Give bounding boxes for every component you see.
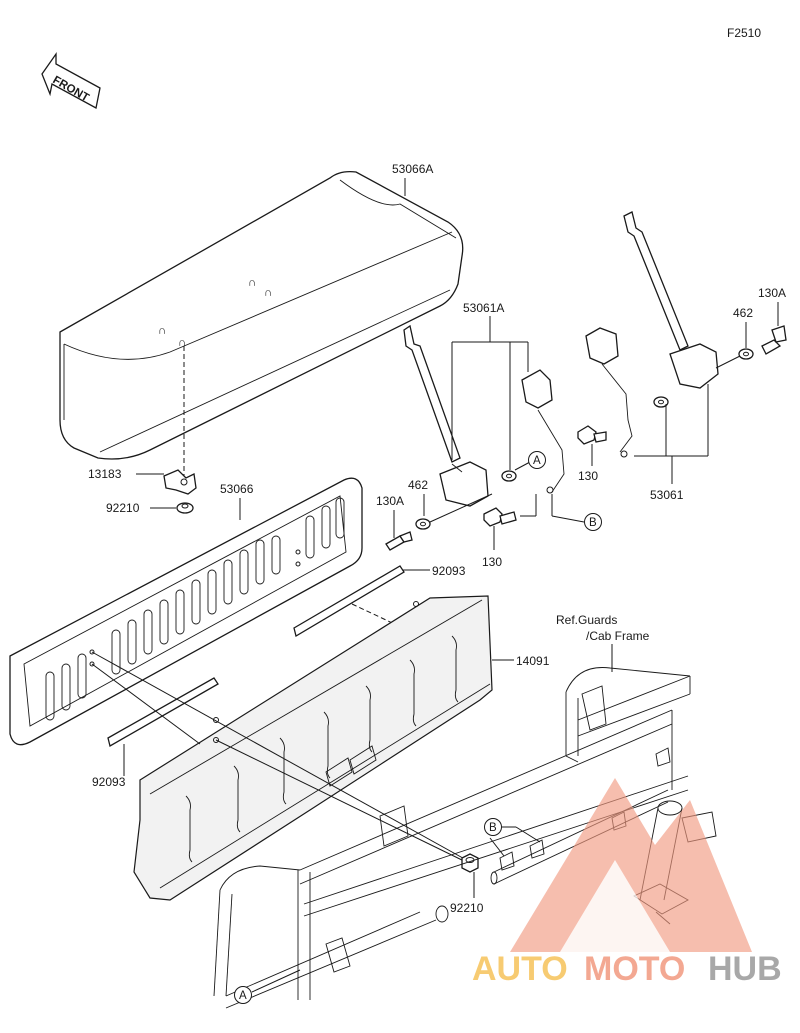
label-92210-upper: 92210 [106, 501, 140, 515]
seat-cushion: ∩ ∩ ∩ ∩ [59, 170, 464, 460]
label-53066: 53066 [220, 482, 254, 496]
ref-marker-a-upper-label: A [533, 455, 541, 467]
ref-marker-b-lower-label: B [489, 822, 497, 834]
bolt-130-right [577, 425, 607, 445]
svg-text:∩: ∩ [158, 325, 166, 337]
figure-code: F2510 [727, 26, 761, 40]
label-14091: 14091 [516, 654, 550, 668]
label-462-left: 462 [408, 478, 428, 492]
label-130A-right: 130A [758, 286, 786, 300]
ref-marker-b-upper-label: B [589, 517, 597, 529]
bolt-130-left [483, 507, 517, 527]
ref-marker-a-upper [528, 451, 546, 469]
front-arrow-icon: FRONT [41, 51, 101, 109]
ref-marker-a-lower-label: A [239, 990, 247, 1002]
watermark-text-auto: AUTO [472, 950, 568, 988]
bracket-13183 [163, 469, 197, 495]
seat-belt-left [403, 324, 565, 507]
seat-back [9, 477, 363, 746]
label-92210-lower: 92210 [450, 901, 484, 915]
panel-14091 [133, 595, 493, 901]
label-92093-lower: 92093 [92, 775, 126, 789]
bolt-130A-left [385, 531, 413, 551]
washer-462-right [738, 348, 754, 360]
label-13183: 13183 [88, 467, 122, 481]
watermark-text-hub: HUB [708, 950, 782, 988]
svg-text:∩: ∩ [178, 337, 186, 349]
seat-back-slots [45, 497, 345, 721]
label-53066A: 53066A [392, 162, 433, 176]
ref-marker-a-lower [234, 986, 252, 1004]
nut-92210-upper [176, 502, 194, 514]
guard-frame [213, 667, 717, 1009]
label-53061A: 53061A [463, 301, 504, 315]
ref-note-line2: /Cab Frame [586, 629, 650, 643]
watermark-logo: AUTO MOTO HUB [472, 778, 782, 988]
svg-text:∩: ∩ [264, 287, 272, 299]
label-130-left: 130 [482, 555, 502, 569]
bolt-130A-right [761, 325, 787, 355]
seat-belt-right [585, 211, 719, 458]
washer-462-left [415, 518, 431, 530]
label-130-right: 130 [578, 469, 598, 483]
strip-92093-upper [293, 565, 405, 638]
strip-92093-lower [107, 677, 219, 747]
label-92093-upper: 92093 [432, 564, 466, 578]
label-462-right: 462 [733, 306, 753, 320]
ref-marker-b-lower [484, 818, 502, 836]
svg-text:∩: ∩ [248, 277, 256, 289]
ref-marker-b-upper [584, 513, 602, 531]
label-53061: 53061 [650, 488, 684, 502]
panel-ribs [185, 635, 459, 863]
watermark-text-moto: MOTO [584, 950, 685, 988]
label-130A-left: 130A [376, 494, 404, 508]
ref-note-line1: Ref.Guards [556, 613, 617, 627]
